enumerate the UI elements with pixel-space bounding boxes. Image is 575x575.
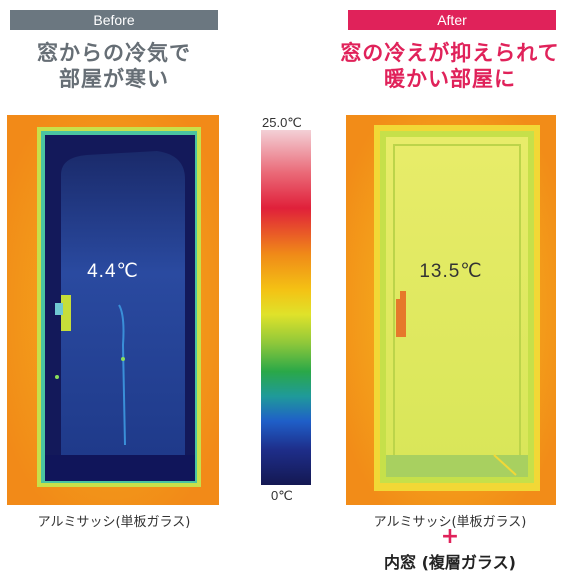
before-caption: アルミサッシ(単板ガラス) — [37, 515, 191, 530]
before-headline-line2: 部屋が寒い — [59, 67, 169, 91]
before-thermal-svg — [7, 115, 219, 505]
before-thermal-image: 4.4℃ — [7, 115, 219, 505]
after-caption-inner-window: 内窓 (複層ガラス) — [384, 553, 516, 572]
temperature-scale-bar — [261, 130, 311, 485]
before-headline-line1: 窓からの冷気で — [37, 41, 191, 65]
before-tag: Before — [10, 10, 218, 30]
after-headline-line1: 窓の冷えが抑えられて — [340, 41, 560, 65]
after-thermal-image: 13.5℃ — [346, 115, 556, 505]
after-thermal-svg — [346, 115, 556, 505]
after-caption: アルミサッシ(単板ガラス) — [373, 515, 527, 530]
after-temperature: 13.5℃ — [419, 261, 483, 282]
before-headline: 窓からの冷気で 部屋が寒い — [0, 40, 228, 92]
scale-max-label: 25.0℃ — [262, 115, 302, 130]
after-headline-line2: 暖かい部屋に — [384, 67, 516, 91]
before-temperature: 4.4℃ — [87, 261, 139, 282]
plus-icon: + — [440, 524, 460, 549]
scale-min-label: 0℃ — [271, 488, 293, 503]
after-tag: After — [348, 10, 556, 30]
after-headline: 窓の冷えが抑えられて 暖かい部屋に — [320, 40, 575, 92]
